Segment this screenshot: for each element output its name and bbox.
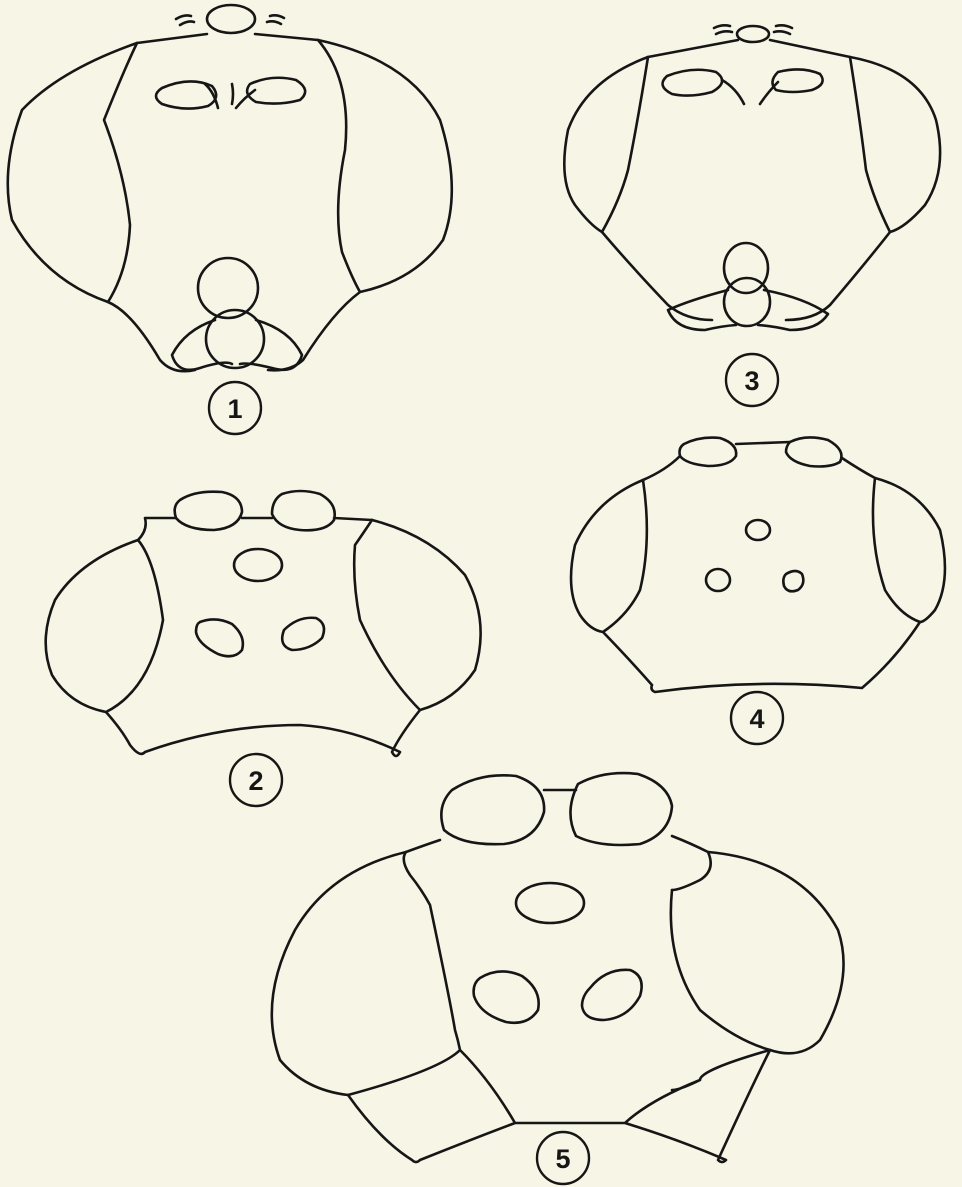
clypeus-lower bbox=[206, 310, 264, 368]
antennal-socket-right bbox=[783, 571, 803, 591]
lateral-ocellus-left bbox=[441, 775, 544, 844]
antennal-socket-left bbox=[663, 70, 723, 96]
median-ocellus bbox=[234, 549, 282, 581]
lateral-ocellus-right bbox=[570, 773, 672, 845]
antennal-socket-left bbox=[706, 569, 730, 591]
ocellar-dashes bbox=[176, 15, 284, 25]
head-outline bbox=[603, 442, 920, 692]
figure-2-number: 2 bbox=[248, 766, 263, 796]
antennal-socket-right bbox=[282, 618, 324, 650]
clypeus-lower bbox=[724, 278, 770, 326]
frontal-sutures bbox=[722, 80, 778, 104]
head-outline bbox=[106, 518, 420, 756]
antennal-socket-right bbox=[772, 69, 822, 92]
figure-5-number: 5 bbox=[555, 1144, 570, 1174]
median-ocellus bbox=[746, 520, 770, 540]
compound-eye-left bbox=[8, 43, 137, 302]
median-ocellus bbox=[516, 883, 584, 923]
lateral-ocellus-right bbox=[272, 491, 335, 530]
compound-eye-left bbox=[564, 57, 648, 232]
head-figure-3 bbox=[564, 25, 940, 330]
antennal-socket-left bbox=[474, 971, 539, 1022]
compound-eye-left bbox=[272, 852, 406, 1095]
mandible-left bbox=[172, 320, 232, 370]
figure-2-label: 2 bbox=[230, 754, 282, 806]
lateral-ocellus-left bbox=[680, 438, 737, 466]
head-figure-2 bbox=[46, 491, 481, 756]
head-figure-5 bbox=[272, 773, 844, 1162]
median-ocellus bbox=[737, 26, 769, 42]
head-outline bbox=[348, 790, 770, 1162]
antennal-socket-left bbox=[196, 619, 243, 656]
head-figure-1 bbox=[8, 5, 452, 371]
compound-eye-right bbox=[875, 478, 945, 622]
figure-3-number: 3 bbox=[744, 366, 759, 396]
lateral-ocellus-right bbox=[786, 437, 842, 466]
median-ocellus bbox=[207, 5, 255, 33]
compound-eye-left bbox=[46, 540, 138, 712]
figure-3-label: 3 bbox=[726, 354, 778, 406]
figure-5-label: 5 bbox=[537, 1132, 589, 1184]
figure-1-number: 1 bbox=[227, 394, 242, 424]
figure-1-label: 1 bbox=[209, 382, 261, 434]
compound-eye-right bbox=[372, 520, 481, 710]
antennal-socket-right bbox=[582, 970, 642, 1020]
figure-4-label: 4 bbox=[731, 692, 783, 744]
head-figure-4 bbox=[571, 437, 945, 692]
lateral-ocellus-left bbox=[175, 492, 242, 530]
compound-eye-left bbox=[571, 480, 643, 632]
figure-4-number: 4 bbox=[749, 704, 764, 734]
clypeus-upper bbox=[198, 258, 258, 318]
mandible-right bbox=[240, 320, 302, 370]
